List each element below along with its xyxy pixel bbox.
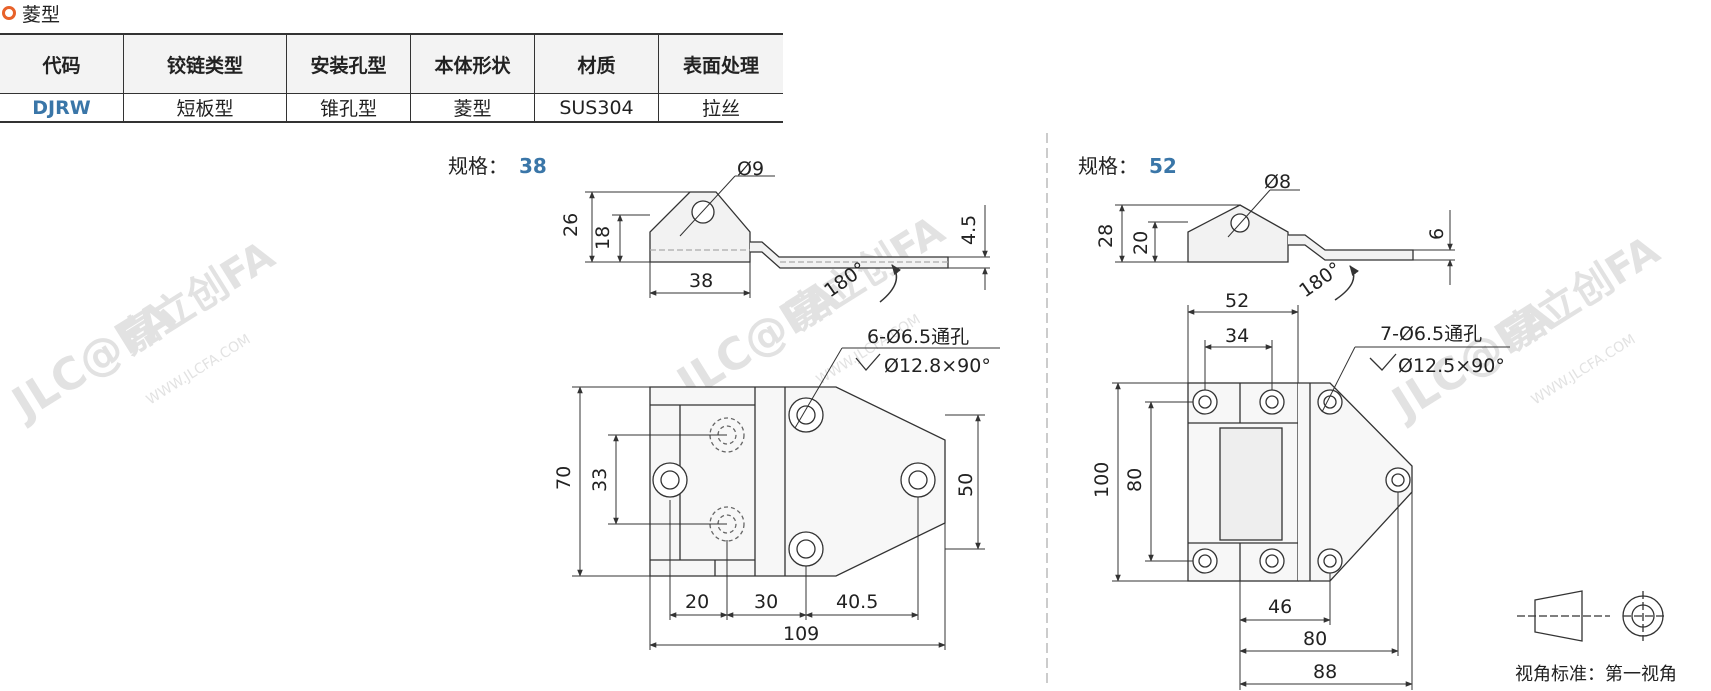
svg-text:30: 30 [754, 591, 778, 613]
col-header: 安装孔型 [286, 33, 411, 94]
spec-table-row: DJRW 短板型 锥孔型 菱型 SUS304 拉丝 [0, 93, 783, 123]
svg-text:80: 80 [1124, 468, 1146, 492]
svg-text:52: 52 [1149, 154, 1177, 178]
svg-text:52: 52 [1225, 290, 1249, 312]
watermark-brand: 嘉立创FA [1496, 227, 1668, 358]
plan-view-52 [1187, 382, 1413, 582]
svg-text:规格：: 规格： [1078, 154, 1138, 178]
svg-text:4.5: 4.5 [958, 215, 980, 245]
col-header: 材质 [534, 33, 659, 94]
spec-38-label: 规格： 38 [448, 154, 547, 178]
svg-text:Ø12.8×90°: Ø12.8×90° [884, 355, 991, 377]
section-title: 菱型 [22, 3, 61, 26]
svg-text:180°: 180° [1295, 258, 1345, 302]
svg-text:38: 38 [689, 270, 713, 292]
col-header: 铰链类型 [123, 33, 287, 94]
plan-dims-52 [1112, 305, 1510, 690]
svg-text:33: 33 [589, 468, 611, 492]
svg-text:109: 109 [783, 623, 819, 645]
table-cell: 拉丝 [658, 93, 783, 123]
side-dims-38 [585, 175, 990, 303]
watermark-brand: 嘉立创FA [111, 232, 283, 363]
svg-text:28: 28 [1095, 224, 1117, 248]
svg-text:46: 46 [1268, 596, 1292, 618]
svg-text:50: 50 [955, 473, 977, 497]
svg-text:38: 38 [519, 154, 547, 178]
first-angle-projection-icon [1517, 590, 1665, 642]
spec-table: 代码 铰链类型 安装孔型 本体形状 材质 表面处理 DJRW 短板型 锥孔型 菱… [0, 33, 783, 123]
svg-text:Ø8: Ø8 [1264, 171, 1291, 193]
plan-dims-38 [572, 347, 1000, 650]
section-header: 菱型 [2, 0, 60, 26]
svg-text:34: 34 [1225, 325, 1249, 347]
svg-text:80: 80 [1303, 628, 1327, 650]
svg-text:100: 100 [1091, 462, 1113, 498]
plan-dim-labels-38: 6-Ø6.5通孔 Ø12.8×90° 70 33 50 20 30 40.5 1… [553, 326, 991, 645]
svg-text:Ø9: Ø9 [737, 158, 764, 180]
side-dims-52 [1115, 189, 1455, 301]
svg-text:70: 70 [553, 466, 575, 490]
plan-dim-labels-52: 52 34 7-Ø6.5通孔 Ø12.5×90° 100 80 46 80 88 [1091, 290, 1505, 683]
svg-text:40.5: 40.5 [836, 591, 878, 613]
col-header: 代码 [0, 33, 124, 94]
side-view-52 [1187, 204, 1414, 263]
svg-text:26: 26 [560, 213, 582, 237]
svg-text:6: 6 [1426, 228, 1448, 240]
svg-text:20: 20 [1130, 231, 1152, 255]
plan-view-38 [649, 386, 946, 577]
svg-text:7-Ø6.5通孔: 7-Ø6.5通孔 [1380, 323, 1482, 345]
table-cell: 锥孔型 [286, 93, 411, 123]
spec-52-label: 规格： 52 [1078, 154, 1177, 178]
svg-text:6-Ø6.5通孔: 6-Ø6.5通孔 [867, 326, 969, 348]
cell-code: DJRW [0, 93, 124, 123]
col-header: 本体形状 [410, 33, 535, 94]
spec-table-header: 代码 铰链类型 安装孔型 本体形状 材质 表面处理 [0, 33, 783, 94]
circle-bullet-icon [2, 6, 16, 20]
svg-text:18: 18 [592, 226, 614, 250]
col-header: 表面处理 [658, 33, 783, 94]
table-cell: 短板型 [123, 93, 287, 123]
side-view-38 [649, 191, 949, 269]
svg-text:规格：: 规格： [448, 154, 508, 178]
projection-label: 视角标准：第一视角 [1515, 664, 1677, 685]
svg-text:Ø12.5×90°: Ø12.5×90° [1398, 355, 1505, 377]
svg-text:20: 20 [685, 591, 709, 613]
table-cell: 菱型 [410, 93, 535, 123]
svg-text:88: 88 [1313, 661, 1337, 683]
table-cell: SUS304 [534, 93, 659, 123]
